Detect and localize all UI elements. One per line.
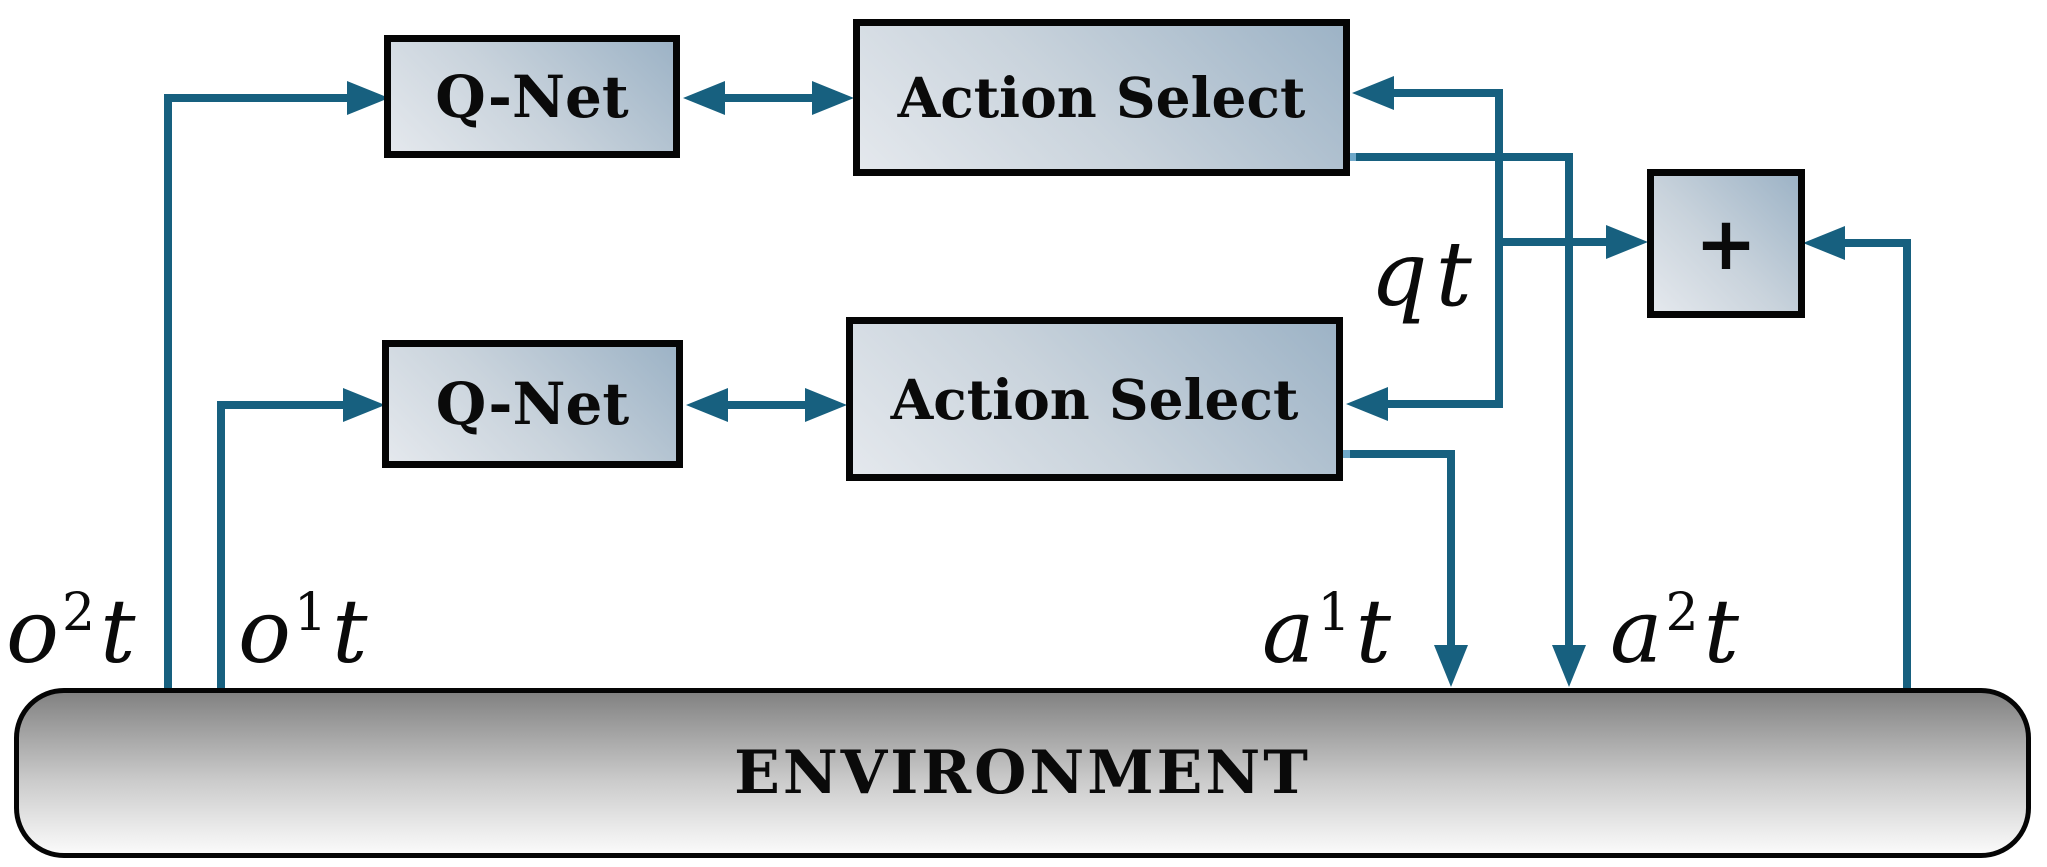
o1t-label-base: o: [238, 580, 291, 683]
qnet-actionselect-bottom-right-arrowhead-icon: [805, 388, 847, 422]
qnet-top-label: Q-Net: [435, 62, 629, 131]
qnet-actionselect-top-left-arrowhead-icon: [683, 81, 725, 115]
sum-box: +: [1647, 169, 1805, 318]
qnet-bottom-label: Q-Net: [435, 370, 630, 438]
a2t-label-sup: 2: [1665, 583, 1699, 643]
qnet-actionselect-bottom-shaft: [723, 401, 807, 409]
qnet-actionselect-bottom-left-arrowhead-icon: [686, 388, 728, 422]
a2t-label-base: a: [1610, 580, 1663, 683]
reward-line-horizontal: [1845, 239, 1911, 247]
qt-bottom-arrowhead-icon: [1346, 387, 1388, 421]
a1t-label-suffix: t: [1355, 580, 1391, 683]
qt-label: qt: [1370, 230, 1472, 320]
o2t-arrowhead-icon: [347, 81, 389, 115]
environment-box: ENVIRONMENT: [14, 688, 2031, 858]
o1t-label-suffix: t: [332, 580, 368, 683]
a1t-label-base: a: [1262, 580, 1315, 683]
qt-label-base: q: [1370, 222, 1428, 327]
o2t-label: o2t: [6, 587, 135, 676]
o1t-line-vertical: [217, 401, 225, 688]
qnet-top-box: Q-Net: [384, 35, 680, 158]
a1t-label: a1t: [1262, 587, 1391, 676]
o2t-line-vertical: [164, 94, 172, 688]
o2t-line-horizontal: [164, 94, 347, 102]
o1t-label: o1t: [238, 587, 367, 676]
action-select-bottom-label: Action Select: [890, 366, 1299, 432]
a1t-arrowhead-icon: [1434, 645, 1468, 687]
a2t-arrowhead-icon: [1552, 645, 1586, 687]
qt-line-mid-horizontal: [1495, 238, 1608, 246]
o1t-label-sup: 1: [293, 583, 328, 643]
qt-line-top-horizontal: [1392, 89, 1495, 97]
environment-label: ENVIRONMENT: [734, 738, 1311, 808]
a1t-line-horizontal: [1342, 450, 1455, 458]
a1t-line-vertical: [1447, 450, 1455, 647]
action-select-top-label: Action Select: [897, 65, 1306, 130]
a2t-line-vertical: [1565, 153, 1573, 647]
reward-line-vertical: [1903, 239, 1911, 691]
a2t-label-suffix: t: [1703, 580, 1739, 683]
o2t-label-sup: 2: [61, 583, 96, 643]
a2t-label: a2t: [1610, 587, 1739, 676]
o2t-label-base: o: [6, 580, 59, 683]
action-select-bottom-box: Action Select: [846, 317, 1343, 481]
a1t-label-sup: 1: [1317, 583, 1351, 643]
action-select-top-box: Action Select: [853, 19, 1350, 176]
o1t-arrowhead-icon: [343, 388, 385, 422]
o1t-line-horizontal: [217, 401, 343, 409]
qnet-actionselect-top-shaft: [719, 94, 815, 102]
reward-arrowhead-icon: [1803, 226, 1845, 260]
qt-top-arrowhead-icon: [1352, 76, 1394, 110]
qnet-actionselect-top-right-arrowhead-icon: [812, 81, 854, 115]
qnet-bottom-box: Q-Net: [382, 340, 683, 468]
qt-line-bottom-horizontal: [1386, 400, 1495, 408]
qt-line-vertical: [1495, 89, 1503, 408]
a2t-line-horizontal: [1348, 153, 1573, 161]
o2t-label-suffix: t: [100, 580, 136, 683]
qt-label-suffix: t: [1435, 222, 1472, 327]
sum-label: +: [1694, 200, 1757, 287]
qt-sum-arrowhead-icon: [1606, 225, 1648, 259]
